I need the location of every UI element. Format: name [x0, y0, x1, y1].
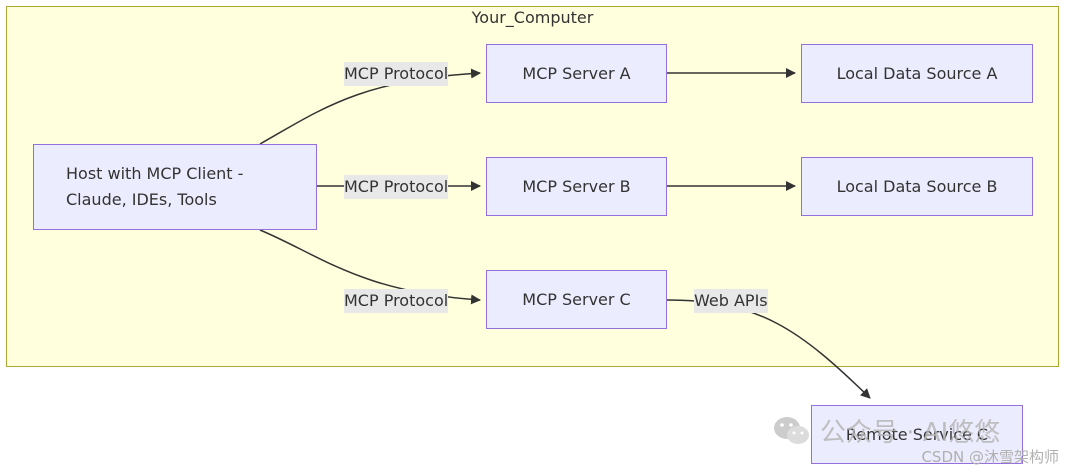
watermark-main-text: 公众号 · AI悠悠: [820, 418, 1001, 448]
watermark: 公众号 · AI悠悠: [772, 412, 1000, 449]
node-mcp-server-a: MCP Server A: [486, 44, 667, 103]
node-remote-service-c: Remote Service C: [811, 405, 1023, 464]
node-mcp-server-b: MCP Server B: [486, 157, 667, 216]
edge-label-host-to-b: MCP Protocol: [344, 175, 449, 199]
watermark-sub-text: CSDN @沐雪架构师: [921, 448, 1059, 466]
edge-server-c-to-remote-c: [666, 299, 871, 399]
edge-label-host-to-a: MCP Protocol: [344, 62, 449, 86]
edge-label-host-to-c: MCP Protocol: [344, 289, 449, 313]
node-host-mcp-client: Host with MCP Client - Claude, IDEs, Too…: [33, 144, 317, 230]
node-mcp-server-c: MCP Server C: [486, 270, 667, 329]
wechat-icon: [774, 416, 809, 444]
node-local-data-source-b: Local Data Source B: [801, 157, 1033, 216]
subgraph-title: Your_Computer: [471, 8, 594, 27]
node-local-data-source-a: Local Data Source A: [801, 44, 1033, 103]
host-label-line1: Host with MCP Client -: [66, 164, 244, 183]
edge-label-web-apis: Web APIs: [694, 289, 768, 313]
host-label-line2: Claude, IDEs, Tools: [66, 190, 217, 209]
